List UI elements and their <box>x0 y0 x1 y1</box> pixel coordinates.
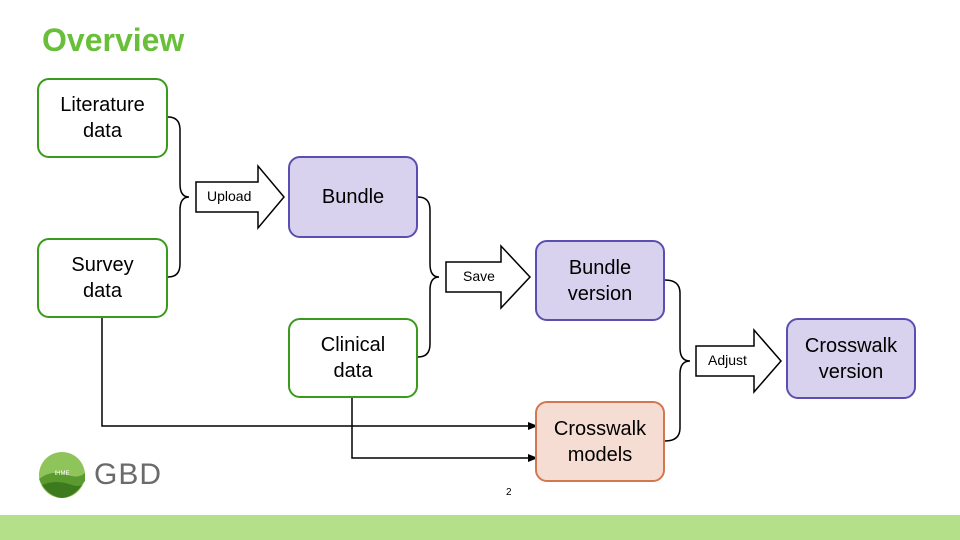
brace-bundle-clinical <box>417 196 440 358</box>
bundle-node: Bundle <box>288 156 418 238</box>
clinical-to-models-line <box>351 398 538 462</box>
save-arrow <box>445 244 532 310</box>
adjust-label: Adjust <box>708 352 747 368</box>
page-title: Overview <box>42 22 185 58</box>
survey-data-node: Survey data <box>37 238 168 318</box>
save-label: Save <box>463 268 495 284</box>
ihme-badge-text: IHME <box>55 471 70 477</box>
gbd-logo: IHME GBD <box>38 451 162 499</box>
footer-bar <box>0 515 960 540</box>
gbd-logo-text: GBD <box>94 458 163 491</box>
upload-arrow <box>195 163 285 231</box>
bundle-version-node: Bundle version <box>535 240 665 321</box>
ihme-logo-icon: IHME <box>39 452 85 498</box>
page-number: 2 <box>506 487 512 498</box>
clinical-data-node: Clinical data <box>288 318 418 398</box>
brace-version-models <box>664 279 691 442</box>
crosswalk-version-node: Crosswalk version <box>786 318 916 399</box>
brace-inputs <box>167 116 190 278</box>
literature-data-node: Literature data <box>37 78 168 158</box>
survey-to-models-line <box>101 318 538 430</box>
crosswalk-models-node: Crosswalk models <box>535 401 665 482</box>
upload-label: Upload <box>207 188 252 204</box>
adjust-arrow <box>695 327 782 395</box>
